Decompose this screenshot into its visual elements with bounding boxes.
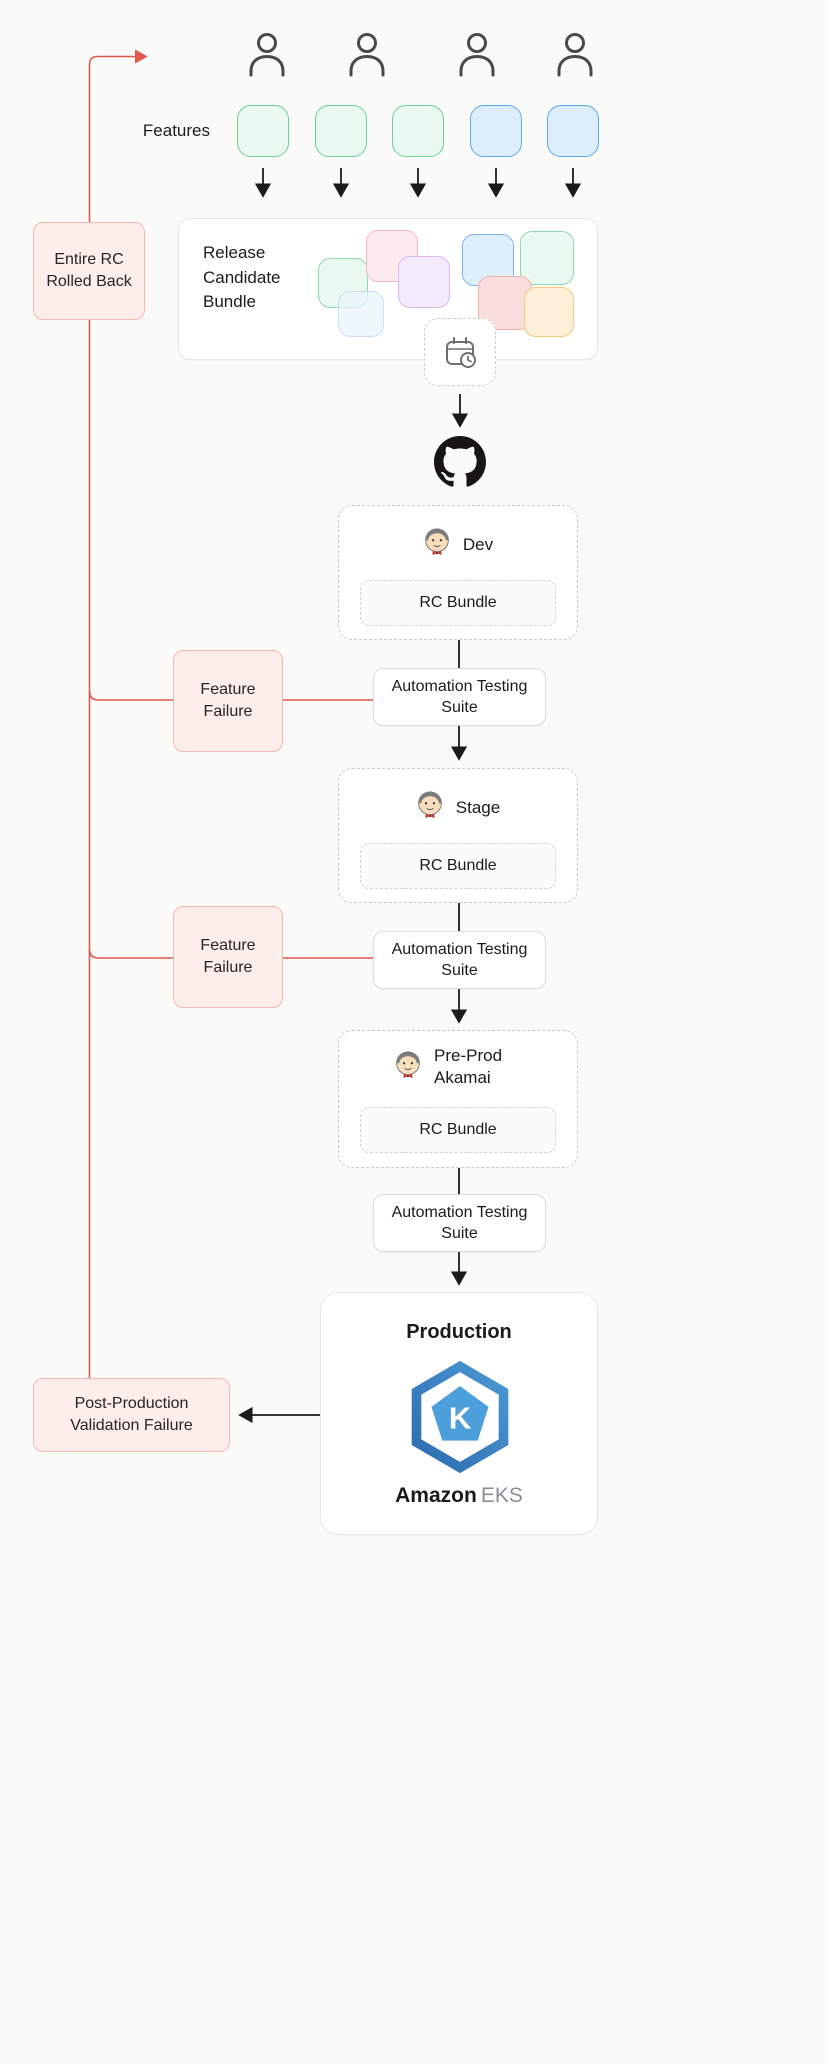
rc-bundle-inner: RC Bundle [360,1107,556,1153]
user-icon [551,30,599,78]
jenkins-icon [394,1049,422,1086]
automation-testing-suite-box: Automation Testing Suite [373,668,546,726]
environment-box-stage: Stage RC Bundle [338,768,578,903]
amazon-eks-wordmark: Amazon EKS [321,1484,597,1508]
environment-name: Dev [462,534,494,554]
automation-testing-suite-box: Automation Testing Suite [373,1194,546,1252]
feature-failure-box: Feature Failure [173,650,283,752]
jenkins-icon [423,526,451,563]
amazon-eks-logo: K [402,1357,518,1477]
automation-testing-suite-box: Automation Testing Suite [373,931,546,989]
production-box: Production K Amazon EKS [320,1292,598,1535]
bundle-chip [524,287,574,337]
release-candidate-bundle-title: Release Candidate Bundle [203,243,281,312]
environment-box-preprod: Pre-Prod Akamai RC Bundle [338,1030,578,1168]
feature-chip [470,105,522,157]
rc-bundle-inner: RC Bundle [360,580,556,626]
eks-wordmark: EKS [480,1484,523,1507]
environment-box-dev: Dev RC Bundle [338,505,578,640]
features-label: Features [142,121,210,140]
user-icon [453,30,501,78]
post-production-validation-failure-box: Post-Production Validation Failure [33,1378,230,1452]
user-icon [243,30,291,78]
production-title: Production [406,1321,512,1343]
jenkins-icon [416,789,444,826]
calendar-clock-icon [424,318,496,386]
feature-chip [547,105,599,157]
bundle-chip [338,291,384,337]
rc-bundle-inner: RC Bundle [360,843,556,889]
entire-rc-rolled-back-box: Entire RC Rolled Back [33,222,145,320]
bundle-chip [520,231,574,285]
feature-failure-box: Feature Failure [173,906,283,1008]
environment-name: Stage [455,797,501,817]
feature-chip [315,105,367,157]
feature-chip [392,105,444,157]
amazon-wordmark: Amazon [395,1484,477,1507]
github-icon [434,436,486,488]
svg-text:K: K [449,1401,472,1436]
bundle-chip [398,256,450,308]
user-icon [343,30,391,78]
environment-name: Pre-Prod Akamai [434,1046,503,1088]
feature-chip [237,105,289,157]
